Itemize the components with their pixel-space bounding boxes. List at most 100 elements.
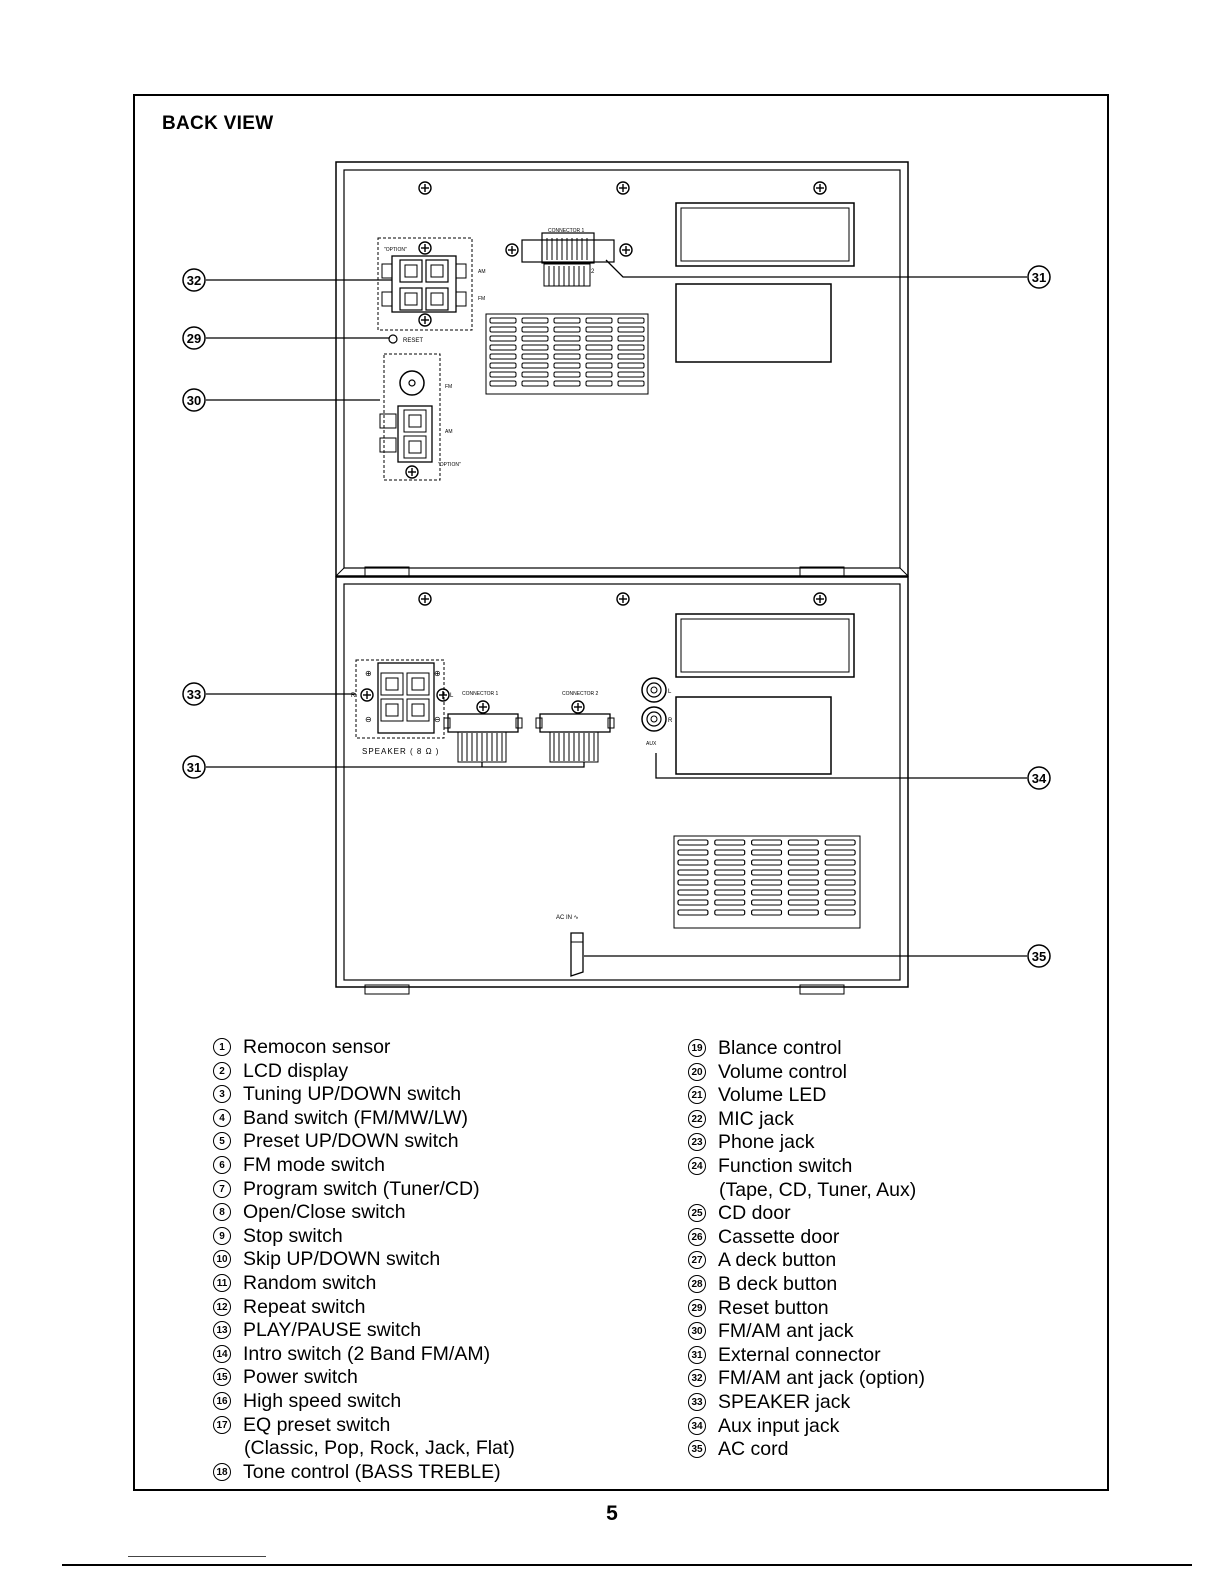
screw-icon xyxy=(418,181,432,195)
legend-number: 34 xyxy=(688,1416,706,1435)
legend-item: 3 Tuning UP/DOWN switch xyxy=(213,1083,515,1107)
fm-am-antenna-jack-diagram: FM AM "OPTION" xyxy=(379,353,461,481)
legend-label: FM/AM ant jack xyxy=(718,1320,854,1343)
callout-34: 34 xyxy=(1027,766,1051,790)
svg-text:"OPTION": "OPTION" xyxy=(438,462,461,468)
legend-number: 20 xyxy=(688,1062,706,1081)
legend-label: Intro switch (2 Band FM/AM) xyxy=(243,1342,491,1365)
legend-number: 4 xyxy=(213,1108,231,1127)
legend-label: High speed switch xyxy=(243,1389,402,1412)
legend-item: 19 Blance control xyxy=(688,1037,925,1061)
svg-text:FM: FM xyxy=(445,384,452,390)
legend-label-continuation: (Tape, CD, Tuner, Aux) xyxy=(719,1178,917,1201)
legend-label: Preset UP/DOWN switch xyxy=(243,1130,459,1153)
callout-30: 30 xyxy=(182,388,206,412)
legend-number: 19 xyxy=(688,1039,706,1057)
legend-label: Phone jack xyxy=(718,1131,815,1154)
page-number: 5 xyxy=(606,1502,618,1525)
legend-number: 16 xyxy=(213,1391,231,1410)
legend-label: MIC jack xyxy=(718,1107,794,1130)
legend-label: Repeat switch xyxy=(243,1295,366,1318)
option-antenna-jack: "OPTION" AM FM xyxy=(377,237,486,331)
svg-text:CONNECTOR 2: CONNECTOR 2 xyxy=(562,691,599,697)
callout-29: 29 xyxy=(182,326,206,350)
screw-icon xyxy=(813,181,827,195)
svg-text:32: 32 xyxy=(187,273,201,288)
legend-item: 21 Volume LED xyxy=(688,1084,925,1108)
upper-unit: CONNECTOR 1 2 "OPTION" xyxy=(335,161,909,577)
legend-number: 21 xyxy=(688,1086,706,1105)
svg-text:29: 29 xyxy=(187,331,201,346)
svg-text:AC IN ∿: AC IN ∿ xyxy=(556,915,579,921)
legend-label: LCD display xyxy=(243,1059,349,1082)
legend-number: 24 xyxy=(688,1156,706,1175)
legend-number: 10 xyxy=(213,1250,231,1269)
legend-number: 27 xyxy=(688,1251,706,1270)
leader-lines xyxy=(206,259,1027,957)
svg-text:⊕: ⊕ xyxy=(365,669,372,678)
legend-label: Random switch xyxy=(243,1271,377,1294)
legend-number: 28 xyxy=(688,1274,706,1293)
legend-label: FM/AM ant jack (option) xyxy=(718,1367,925,1390)
svg-text:L: L xyxy=(668,689,672,695)
callout-32: 32 xyxy=(182,268,206,292)
legend-label-continuation: (Classic, Pop, Rock, Jack, Flat) xyxy=(244,1437,515,1460)
legend-number: 30 xyxy=(688,1322,706,1341)
svg-text:⊖: ⊖ xyxy=(365,715,372,724)
legend-label: B deck button xyxy=(718,1272,838,1295)
screw-icon xyxy=(616,181,630,195)
legend-label: Blance control xyxy=(718,1037,842,1059)
legend-number: 12 xyxy=(213,1297,231,1316)
screw-icon xyxy=(616,592,630,606)
screw-icon xyxy=(813,592,827,606)
svg-text:35: 35 xyxy=(1032,949,1046,964)
legend-number: 15 xyxy=(213,1368,231,1387)
lower-unit: ⊕ ⊖ ⊕ ⊖ R L SPEAKER ( 8 Ω ) CONNECTOR 1 xyxy=(335,576,909,995)
legend-label: EQ preset switch xyxy=(243,1413,391,1436)
legend-label: FM mode switch xyxy=(243,1153,385,1176)
legend-label: Function switch xyxy=(718,1154,853,1177)
legend-label: Volume LED xyxy=(718,1084,827,1107)
callout-31-upper: 31 xyxy=(1027,265,1051,289)
svg-text:33: 33 xyxy=(187,687,201,702)
legend-item: 24 Function switch xyxy=(688,1155,925,1179)
legend-label: Volume control xyxy=(718,1060,847,1083)
legend-number: 7 xyxy=(213,1179,231,1198)
legend-item: 28 B deck button xyxy=(688,1273,925,1297)
legend-number: 2 xyxy=(213,1061,231,1080)
legend-label: Tone control (BASS TREBLE) xyxy=(243,1460,501,1483)
legend-number: 26 xyxy=(688,1227,706,1246)
svg-text:2: 2 xyxy=(591,269,595,275)
legend-label: Remocon sensor xyxy=(243,1036,391,1058)
svg-text:AUX: AUX xyxy=(646,741,657,747)
svg-text:CONNECTOR 1: CONNECTOR 1 xyxy=(548,228,585,234)
legend-item: 2 LCD display xyxy=(213,1060,515,1084)
upper-external-connector: CONNECTOR 1 2 xyxy=(505,228,633,287)
legend-label: CD door xyxy=(718,1202,791,1225)
upper-vent-grille xyxy=(485,313,649,395)
legend-label: Tuning UP/DOWN switch xyxy=(243,1083,462,1106)
aux-input-jack-diagram: L R AUX xyxy=(641,677,673,747)
legend-number: 14 xyxy=(213,1344,231,1363)
svg-text:"OPTION": "OPTION" xyxy=(384,247,407,253)
lower-connector-1: CONNECTOR 1 xyxy=(443,691,523,763)
legend-label: Aux input jack xyxy=(718,1414,840,1437)
footer-rule xyxy=(62,1564,1192,1566)
lower-vent-grille xyxy=(673,835,861,929)
legend-number: 3 xyxy=(213,1085,231,1104)
svg-text:CONNECTOR 1: CONNECTOR 1 xyxy=(462,691,499,697)
legend-number: 9 xyxy=(213,1226,231,1245)
